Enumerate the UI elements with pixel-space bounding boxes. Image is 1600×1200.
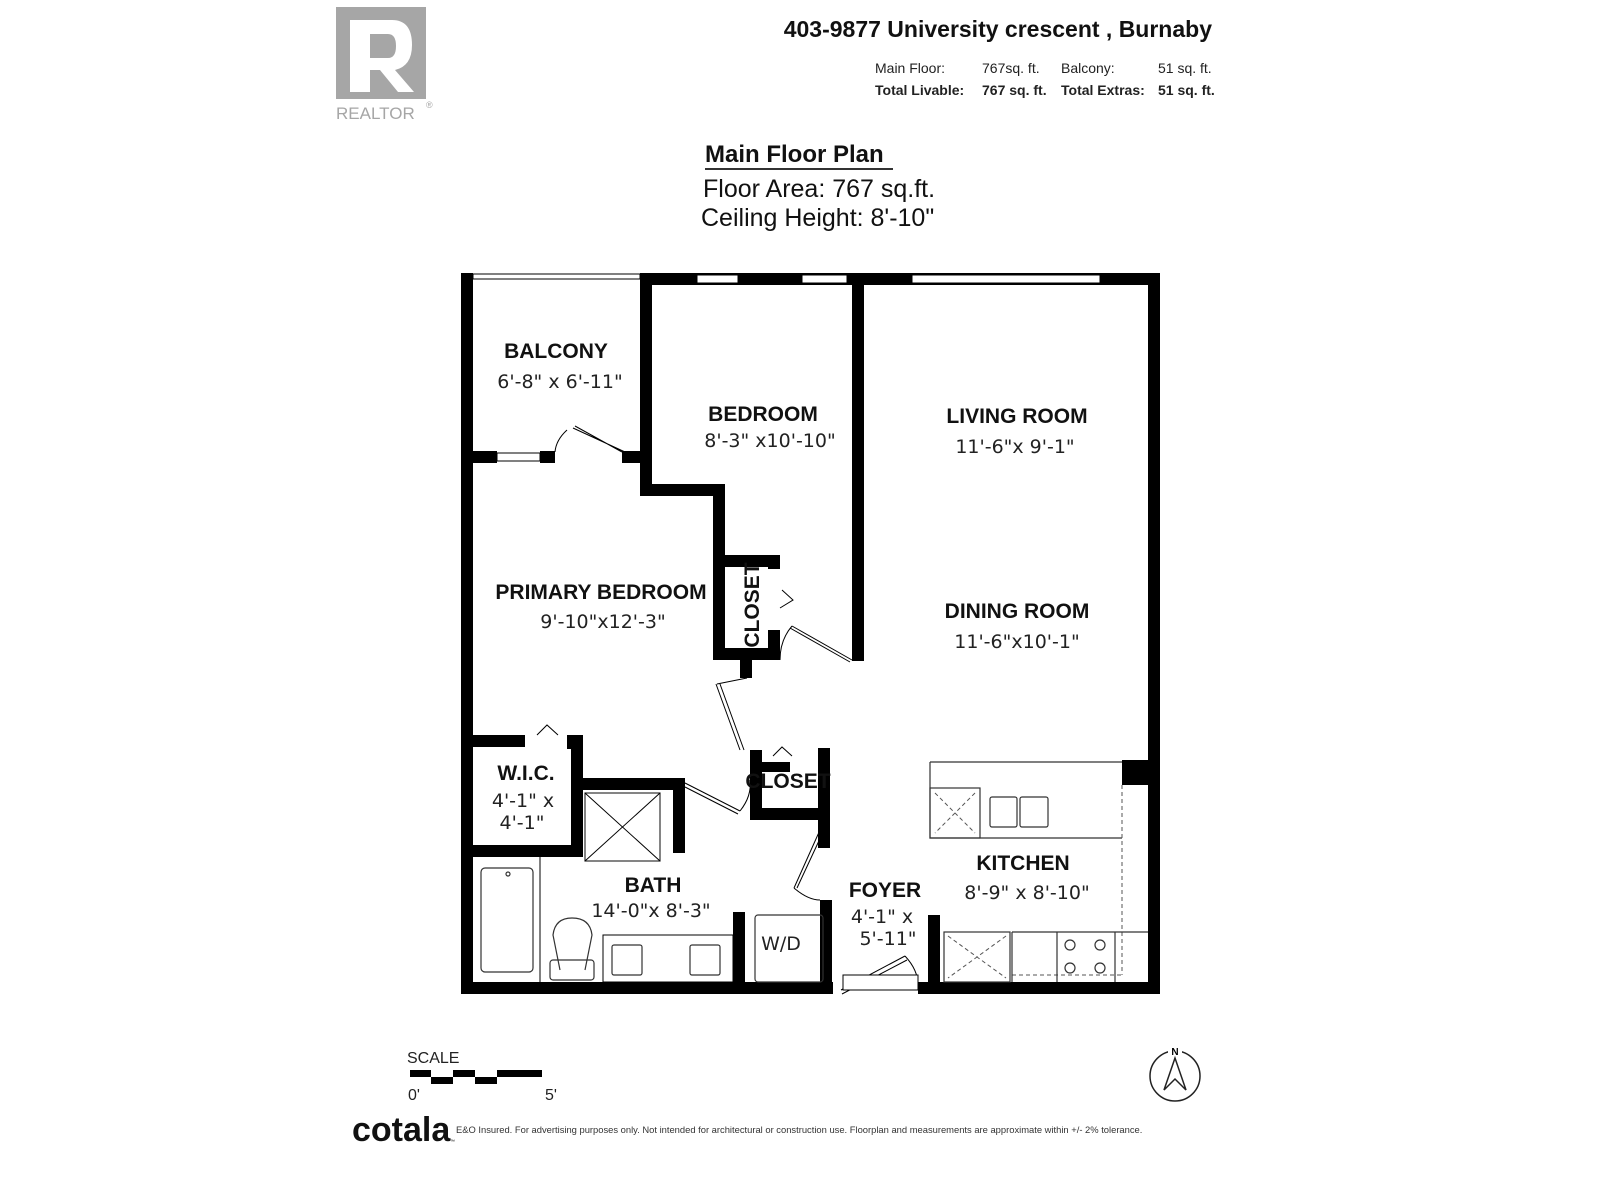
svg-text:51 sq. ft.: 51 sq. ft. [1158, 60, 1212, 76]
svg-text:767sq. ft.: 767sq. ft. [982, 60, 1040, 76]
room-kitchen: KITCHEN 8'-9" x 8'-10" [964, 852, 1089, 904]
svg-text:4'-1" x: 4'-1" x [492, 790, 554, 812]
svg-text:LIVING ROOM: LIVING ROOM [946, 405, 1087, 428]
room-wic: W.I.C. 4'-1" x4'-1" [492, 762, 555, 834]
scale-bar: SCALE 0' 5' [407, 1050, 557, 1104]
svg-text:Total Livable:: Total Livable: [875, 82, 964, 98]
ceiling-height: Ceiling Height: 8'-10" [701, 204, 934, 232]
room-living: LIVING ROOM 11'-6"x 9'-1" [946, 405, 1087, 458]
svg-text:4'-1" x: 4'-1" x [851, 906, 913, 928]
svg-text:BEDROOM: BEDROOM [708, 403, 818, 426]
svg-text:0': 0' [408, 1087, 420, 1104]
room-bath: BATH 14'-0"x 8'-3" [591, 874, 710, 922]
svg-text:14'-0"x 8'-3": 14'-0"x 8'-3" [591, 900, 710, 922]
svg-text:Total Extras:: Total Extras: [1061, 82, 1145, 98]
svg-text:5': 5' [545, 1087, 557, 1104]
doors [536, 425, 919, 995]
room-foyer: FOYER 4'-1" x5'-11" [849, 879, 921, 950]
windows [472, 273, 1101, 462]
property-address: 403-9877 University crescent , Burnaby [784, 16, 1212, 42]
room-closet-bedroom: CLOSET [741, 562, 764, 647]
svg-text:BATH: BATH [625, 874, 682, 897]
svg-text:W.I.C.: W.I.C. [497, 762, 554, 785]
room-bedroom: BEDROOM 8'-3" x10'-10" [704, 403, 835, 452]
svg-text:Balcony:: Balcony: [1061, 60, 1115, 76]
svg-text:6'-8" x 6'-11": 6'-8" x 6'-11" [497, 371, 622, 393]
room-primary-bedroom: PRIMARY BEDROOM 9'-10"x12'-3" [495, 581, 706, 633]
svg-text:4'-1": 4'-1" [500, 812, 545, 834]
svg-text:PRIMARY BEDROOM: PRIMARY BEDROOM [495, 581, 706, 604]
svg-text:51 sq. ft.: 51 sq. ft. [1158, 82, 1215, 98]
room-balcony: BALCONY 6'-8" x 6'-11" [497, 340, 622, 393]
north-compass-icon: N [1149, 1044, 1201, 1102]
svg-text:SCALE: SCALE [407, 1050, 459, 1067]
floor-area: Floor Area: 767 sq.ft. [703, 175, 935, 203]
svg-text:11'-6"x10'-1": 11'-6"x10'-1" [954, 631, 1079, 653]
svg-text:BALCONY: BALCONY [504, 340, 608, 363]
svg-text:11'-6"x 9'-1": 11'-6"x 9'-1" [955, 436, 1074, 458]
svg-text:KITCHEN: KITCHEN [976, 852, 1069, 875]
plan-title: Main Floor Plan [705, 141, 884, 168]
realtor-logo: REALTOR ® [336, 7, 433, 123]
washer-dryer: W/D [761, 933, 801, 955]
area-summary: Main Floor: 767sq. ft. Balcony: 51 sq. f… [875, 60, 1215, 98]
fixtures [480, 761, 1148, 983]
svg-text:™: ™ [450, 1139, 455, 1145]
svg-text:8'-9" x 8'-10": 8'-9" x 8'-10" [964, 882, 1089, 904]
disclaimer: E&O Insured. For advertising purposes on… [456, 1124, 1142, 1135]
svg-text:5'-11": 5'-11" [859, 928, 916, 950]
svg-text:9'-10"x12'-3": 9'-10"x12'-3" [540, 611, 665, 633]
cotala-logo: cotala ™ [352, 1111, 455, 1149]
svg-text:cotala: cotala [352, 1111, 451, 1149]
room-closet-hall: CLOSET [745, 770, 830, 793]
room-dining: DINING ROOM 11'-6"x10'-1" [945, 600, 1090, 653]
svg-text:FOYER: FOYER [849, 879, 921, 902]
svg-text:767 sq. ft.: 767 sq. ft. [982, 82, 1047, 98]
svg-text:N: N [1171, 1047, 1178, 1058]
svg-text:Main Floor:: Main Floor: [875, 60, 945, 76]
svg-text:REALTOR: REALTOR [336, 104, 415, 123]
svg-text:8'-3" x10'-10": 8'-3" x10'-10" [704, 430, 835, 452]
svg-text:®: ® [426, 100, 433, 110]
svg-text:DINING ROOM: DINING ROOM [945, 600, 1090, 623]
